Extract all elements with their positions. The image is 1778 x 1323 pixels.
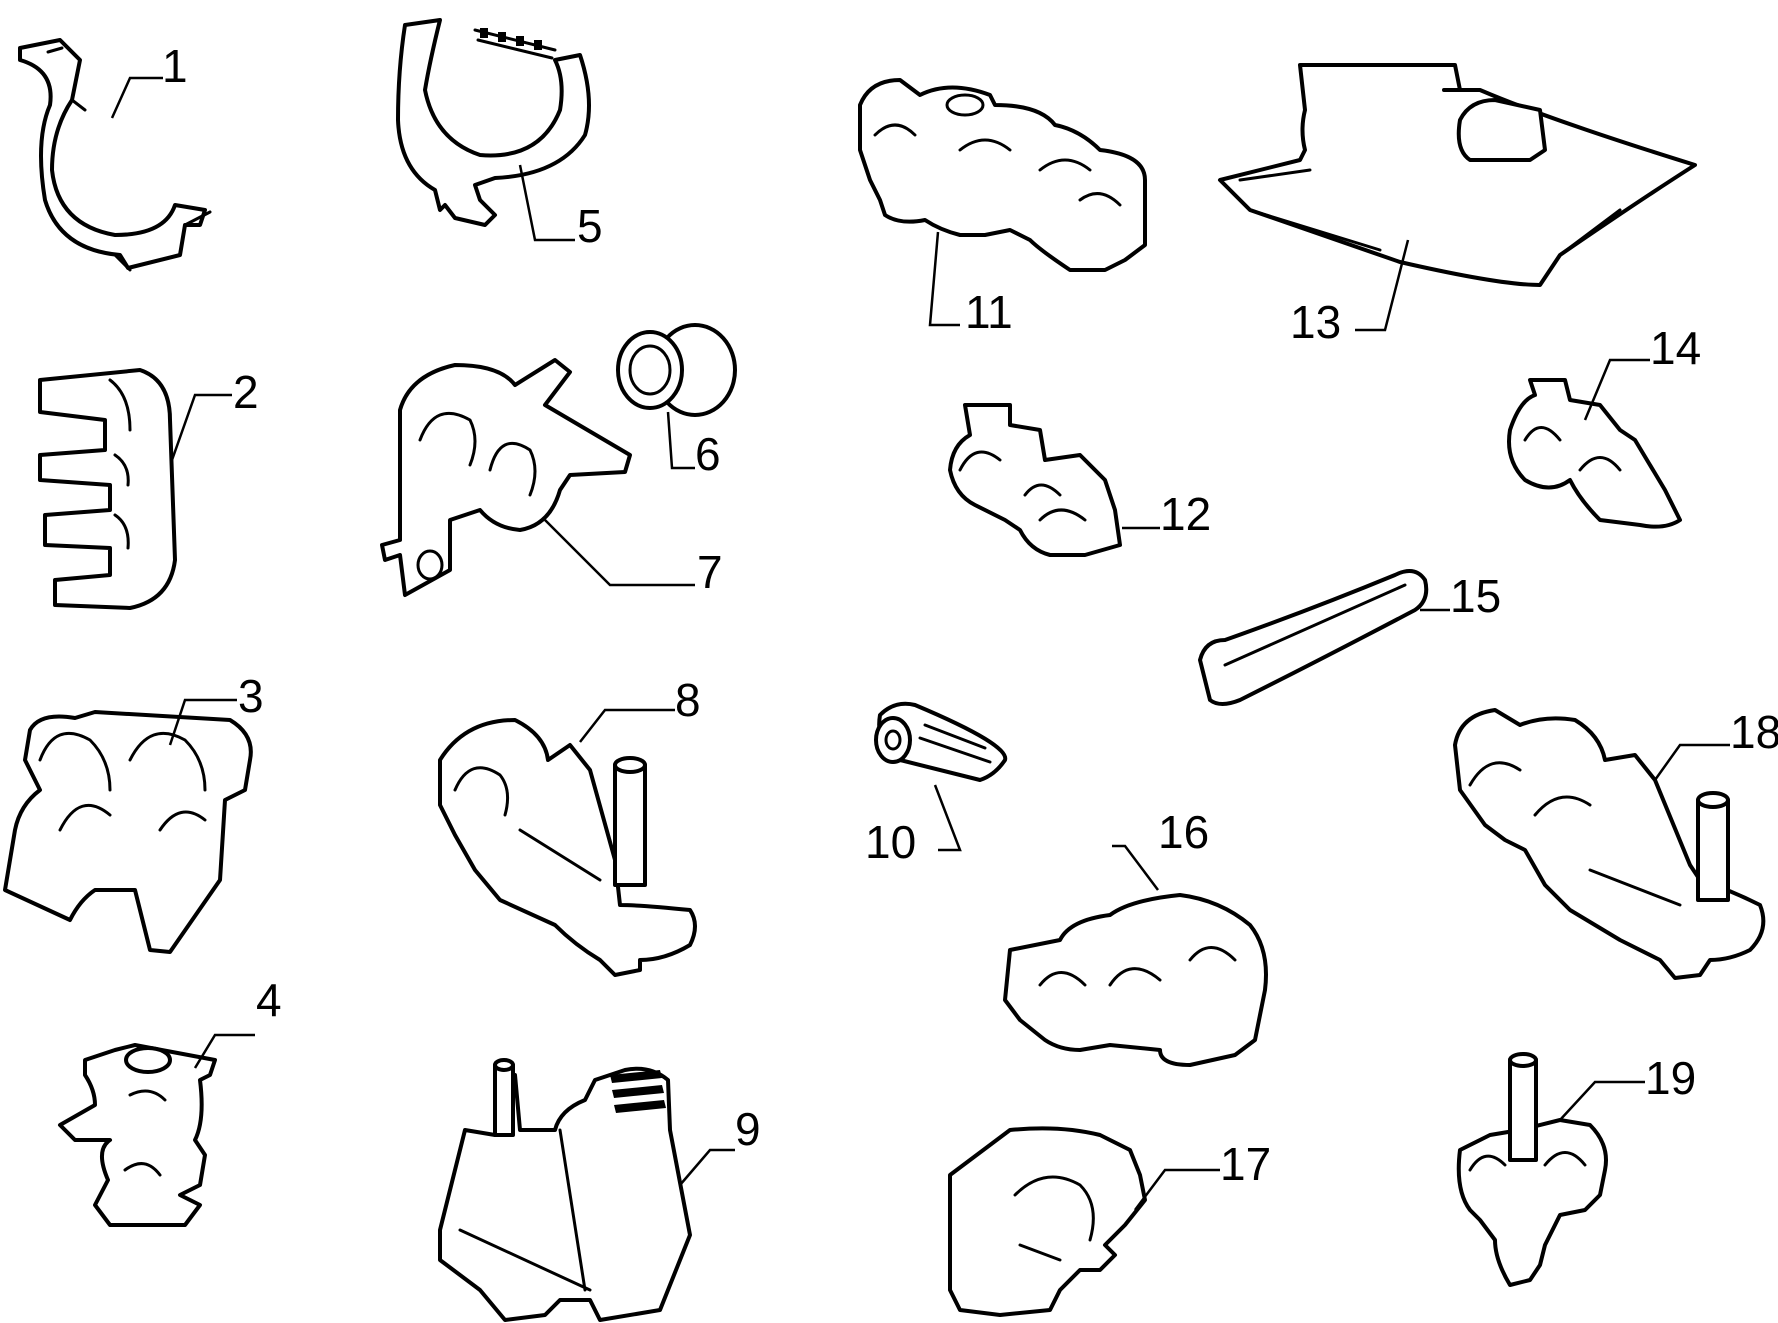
part-8-post-clip (438, 718, 697, 977)
callout-15: 15 (1450, 570, 1501, 622)
part-7-bracket-clip (380, 358, 632, 597)
part-2-comb-clip (38, 368, 177, 610)
callout-19: 19 (1645, 1052, 1696, 1104)
callout-1: 1 (162, 40, 188, 92)
leader-7 (544, 519, 695, 587)
leader-6 (666, 411, 695, 470)
part-18-post-clip (1453, 708, 1766, 980)
part-19-post-clip (1456, 1052, 1608, 1287)
leader-16 (1112, 844, 1159, 891)
part-9-tie-clip (438, 1058, 692, 1322)
part-14-double-clip (1507, 378, 1682, 529)
leader-5 (518, 164, 575, 242)
part-10-sleeve (874, 701, 1008, 782)
callout-13: 13 (1290, 296, 1341, 348)
callout-12: 12 (1160, 488, 1211, 540)
leader-10 (933, 784, 962, 852)
leader-11 (928, 231, 960, 327)
callout-16: 16 (1158, 806, 1209, 858)
callout-5: 5 (577, 200, 603, 252)
part-17-side-clip (948, 1126, 1147, 1317)
callout-2: 2 (233, 366, 259, 418)
callout-10: 10 (865, 816, 916, 868)
callout-4: 4 (256, 974, 282, 1026)
callout-3: 3 (238, 670, 264, 722)
leader-19 (1559, 1080, 1645, 1121)
part-1-clamp (18, 38, 212, 272)
leader-3 (168, 698, 237, 746)
leader-4 (193, 1033, 255, 1069)
part-15-tube (1198, 569, 1429, 706)
callout-6: 6 (695, 428, 721, 480)
part-13-plate-clip (1218, 63, 1697, 287)
part-12-double-clip (948, 403, 1122, 557)
leader-2 (170, 393, 232, 461)
leader-8 (579, 708, 675, 743)
callout-8: 8 (675, 674, 701, 726)
leader-9 (679, 1148, 735, 1186)
leader-18 (1653, 743, 1730, 781)
callout-7: 7 (697, 546, 723, 598)
leader-14 (1583, 358, 1650, 421)
part-6-grommet (616, 323, 737, 417)
callout-17: 17 (1220, 1138, 1271, 1190)
part-5-hose-band (396, 18, 591, 227)
callout-18: 18 (1730, 706, 1778, 758)
callout-9: 9 (735, 1103, 761, 1155)
part-11-pipe-block (858, 78, 1147, 272)
callout-14: 14 (1650, 322, 1701, 374)
part-3-double-clip (3, 710, 253, 954)
callout-11: 11 (965, 286, 1013, 338)
part-4-bolt-clip (58, 1043, 217, 1227)
part-16-triple-block (1003, 893, 1268, 1067)
leader-1 (110, 76, 163, 119)
leader-13 (1355, 239, 1410, 332)
leader-17 (1134, 1168, 1220, 1211)
